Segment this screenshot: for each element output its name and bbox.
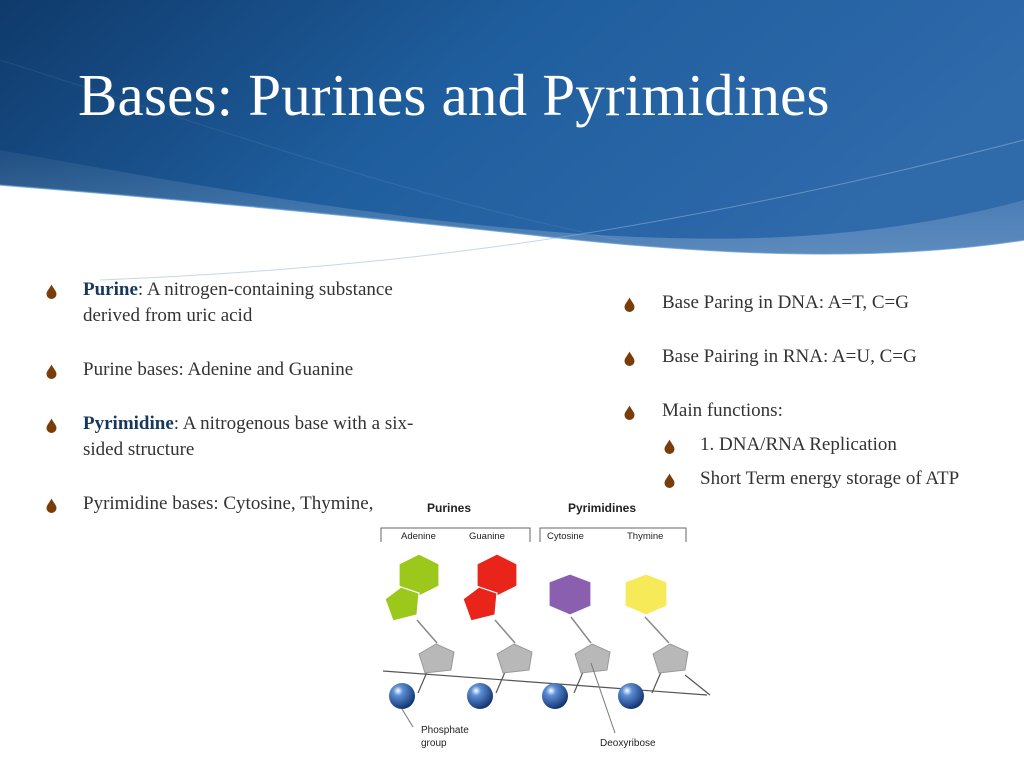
phosphate-label-line2: group [421, 738, 447, 749]
pyrimidines-heading: Pyrimidines [568, 501, 636, 515]
thymine-label: Thymine [627, 531, 663, 542]
backbone-line [684, 674, 711, 696]
guanine-label: Guanine [469, 531, 505, 542]
list-item: Pyrimidine: A nitrogenous base with a si… [46, 411, 426, 463]
droplet-icon [624, 297, 635, 312]
sub-list-item: Short Term energy storage of ATP [624, 466, 1024, 492]
purines-heading: Purines [427, 501, 471, 515]
glycosidic-bond [416, 619, 438, 644]
sub-item-text: Short Term energy storage of ATP [700, 468, 960, 489]
sub-list-item: 1. DNA/RNA Replication [624, 432, 1024, 458]
phosphate-ball [389, 683, 415, 709]
deoxyribose-pentagon [652, 643, 689, 674]
glycosidic-bond [494, 619, 516, 644]
phosphate-ball [542, 683, 568, 709]
guanine-hexagon [476, 553, 518, 597]
droplet-icon [46, 364, 57, 379]
term-pyrimidine: Pyrimidine [83, 413, 174, 434]
definition-text: : A nitrogen-containing substance derive… [83, 279, 393, 326]
cytosine-hexagon [548, 573, 592, 616]
list-item: Purine bases: Adenine and Guanine [46, 357, 426, 383]
glycosidic-bond [644, 616, 670, 644]
cytosine-label: Cytosine [547, 531, 584, 542]
adenine-label: Adenine [401, 531, 436, 542]
purines-bracket [380, 527, 531, 542]
droplet-icon [624, 351, 635, 366]
deoxyribose-pentagon [496, 643, 533, 674]
guanine-molecule [462, 553, 518, 622]
droplet-icon [664, 439, 675, 454]
thymine-hexagon [624, 573, 668, 616]
deoxyribose-label: Deoxyribose [600, 738, 656, 749]
list-item: Base Paring in DNA: A=T, C=G [624, 290, 1024, 316]
glycosidic-bond [570, 616, 592, 644]
list-item: Base Pairing in RNA: A=U, C=G [624, 344, 1024, 370]
phosphate-ball [618, 683, 644, 709]
header-background [0, 0, 1024, 281]
phosphate-group-label: Phosphate group [421, 725, 472, 749]
list-item: Purine: A nitrogen-containing substance … [46, 277, 426, 329]
pyrimidines-bracket [539, 527, 687, 542]
nucleotide-diagram: Purines Pyrimidines Adenine Guanine Cyto… [375, 495, 715, 760]
droplet-icon [46, 284, 57, 299]
list-item-text: Main functions: [662, 400, 783, 421]
list-item-text: Base Paring in DNA: A=T, C=G [662, 292, 909, 313]
definition-text: : A nitrogenous base with a six-sided st… [83, 413, 414, 460]
droplet-icon [46, 418, 57, 433]
adenine-molecule [384, 553, 440, 622]
list-item: Pyrimidine bases: Cytosine, Thymine, Ura… [46, 491, 426, 517]
term-purine: Purine [83, 279, 138, 300]
adenine-pentagon [384, 586, 420, 622]
guanine-pentagon [462, 586, 498, 622]
list-item-text: Pyrimidine bases: Cytosine, Thymine, Ura… [83, 493, 426, 514]
right-bullet-list: Base Paring in DNA: A=T, C=G Base Pairin… [624, 290, 1024, 500]
list-item-text: Base Pairing in RNA: A=U, C=G [662, 346, 917, 367]
sub-item-text: 1. DNA/RNA Replication [700, 434, 897, 455]
droplet-icon [46, 498, 57, 513]
adenine-hexagon [398, 553, 440, 597]
phosphate-label-line1: Phosphate [421, 725, 469, 736]
list-item: Main functions: [624, 398, 1024, 424]
slide-title: Bases: Purines and Pyrimidines [78, 62, 830, 128]
phosphate-pointer [401, 708, 414, 728]
deoxyribose-pentagon [418, 643, 455, 674]
deoxyribose-pointer [590, 662, 616, 734]
phosphate-ball [467, 683, 493, 709]
droplet-icon [624, 405, 635, 420]
droplet-icon [664, 473, 675, 488]
left-bullet-list: Purine: A nitrogen-containing substance … [46, 277, 426, 545]
list-item-text: Purine bases: Adenine and Guanine [83, 359, 354, 380]
